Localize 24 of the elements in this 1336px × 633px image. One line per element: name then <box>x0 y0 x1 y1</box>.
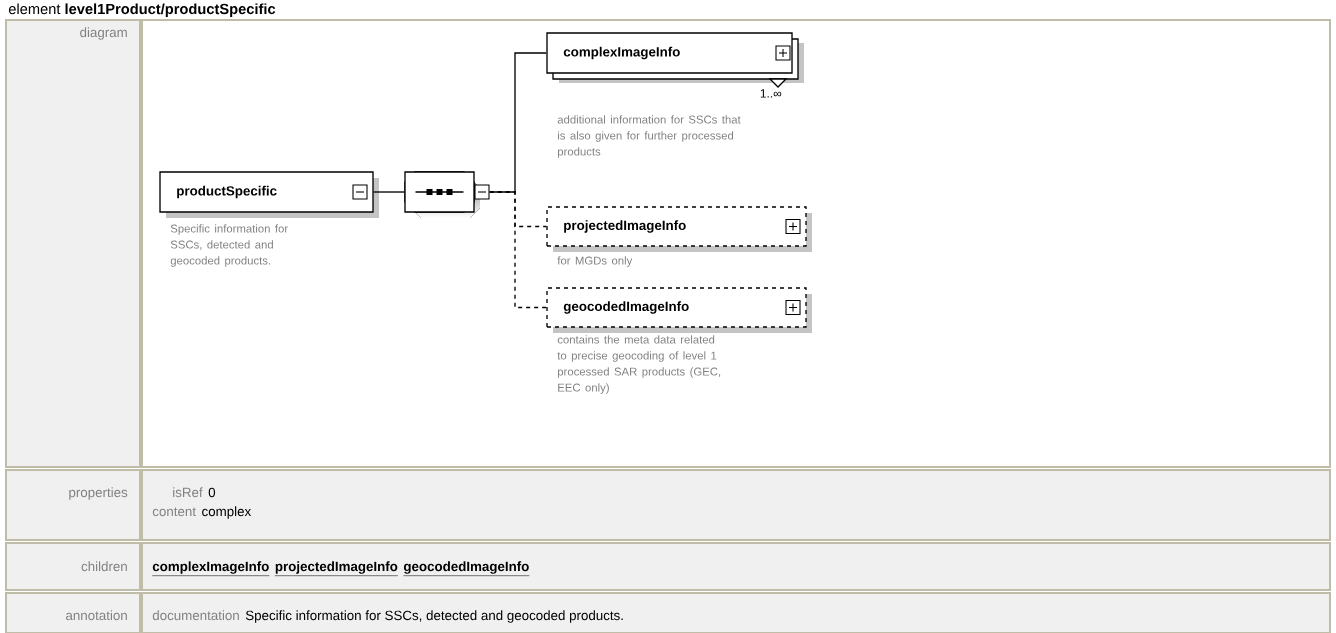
description-text: additional information for SSCs that is also given for further processed products <box>557 115 741 158</box>
documentation-text: Specific information for SSCs, detected and geocoded products. <box>245 610 623 623</box>
description-text: Specific information for SSCs, detected and geocoded products. <box>170 224 288 267</box>
description-text: contains the meta data related to precise geocoding of level 1 processed SAR products (GEC, EEC only) <box>557 335 721 394</box>
element-box: projectedImageInfo <box>546 206 812 252</box>
row-header: properties <box>5 469 141 541</box>
row-header: children <box>5 542 141 591</box>
title: element level1Product/productSpecific <box>8 3 276 18</box>
property-name: content <box>152 507 196 517</box>
multiplicity-label: 1..∞ <box>760 89 782 98</box>
element-box: productSpecific <box>159 171 379 218</box>
property-name: isRef <box>173 487 203 498</box>
element-box: complexImageInfo <box>546 32 804 88</box>
property-value: complex <box>202 506 252 519</box>
element-box: geocodedImageInfo <box>546 287 812 333</box>
connector-line <box>373 191 405 193</box>
child-link: complexImageInfo <box>152 561 270 576</box>
row-header: annotation <box>5 592 141 633</box>
child-link: geocodedImageInfo <box>403 561 530 576</box>
connector-line <box>489 191 547 309</box>
child-link: projectedImageInfo <box>274 561 399 576</box>
property-name: documentation <box>152 610 239 621</box>
property-value: 0 <box>208 487 216 498</box>
description-text: for MGDs only <box>557 256 633 267</box>
